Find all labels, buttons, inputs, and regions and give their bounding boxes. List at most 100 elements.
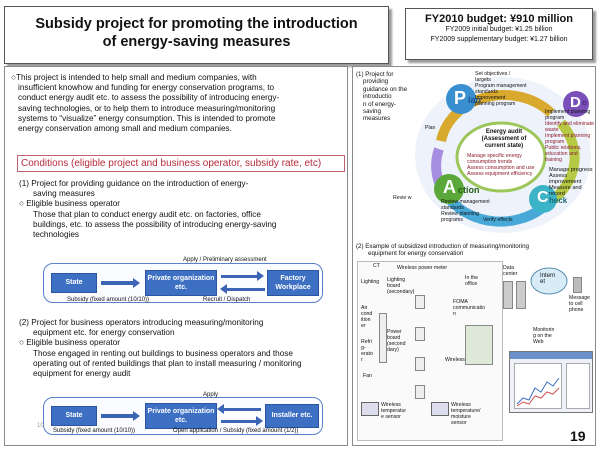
- caption2-line: (2) Example of subsidized introduction o…: [356, 243, 529, 250]
- title-box: Subsidy project for promoting the introd…: [4, 6, 389, 64]
- cell-phone-icon: [573, 277, 582, 293]
- plan-item: Improvement: [475, 95, 506, 101]
- lighting-board-line: (secondary): [387, 289, 415, 295]
- plan-items: Set objectives / targets Program managem…: [475, 71, 535, 107]
- sensor2-line: temperature/: [451, 408, 481, 414]
- message-line: Message: [569, 295, 591, 301]
- do-items-title: Implement planning program: [545, 109, 591, 121]
- refrigerator-line: erato: [361, 351, 373, 357]
- do-rest: o: [582, 98, 587, 107]
- flow1-private-node: Private organization etc.: [145, 270, 217, 296]
- flow1-right-label: Recruit / Dispatch: [203, 297, 251, 303]
- monitoring-line: Monitorin: [533, 327, 555, 333]
- message-label: Message to cell phone: [569, 295, 590, 313]
- flow1-top-label: Apply / Preliminary assessment: [183, 257, 267, 263]
- server-icon: [516, 281, 526, 309]
- monitoring-label: Monitorin g on the Web: [533, 327, 554, 345]
- lighting-board-line: board: [387, 283, 401, 289]
- internet-line: et: [540, 279, 546, 285]
- flow2-left-label: Subsidy (fixed amount (10/10)): [53, 428, 136, 434]
- page-number: 19: [570, 428, 586, 444]
- caption1-line: (1) Project for: [356, 71, 394, 78]
- meter-icon: [415, 295, 425, 309]
- center-title-line: Energy audit: [485, 129, 523, 135]
- plan-rest: lan: [468, 95, 482, 105]
- flow2-state-node: State: [51, 406, 97, 426]
- air-conditioner-line: ition: [361, 317, 371, 323]
- plan-letter: P: [454, 88, 467, 108]
- sensor-icon: [361, 402, 379, 416]
- lighting-board-line: Lighting: [387, 277, 406, 283]
- caption1-line: introductio: [363, 93, 392, 101]
- caption2-line: equipment for energy conservation: [368, 250, 464, 258]
- section2-heading: (2) Project for business operators intro…: [19, 318, 264, 327]
- intro-line: saving technologies, or to help them to …: [18, 103, 276, 113]
- do-item: Identify and eliminate waste: [545, 121, 595, 133]
- sensor1-line: temperatur: [381, 408, 407, 414]
- meter-icon: [415, 385, 425, 399]
- internet-label: Intern et: [540, 273, 555, 285]
- conditions-heading: Conditions (eligible project and busines…: [17, 155, 345, 172]
- section1-text: (1) Project for providing guidance on th…: [19, 179, 345, 240]
- section1-eligible-line: Those that plan to conduct energy audit …: [33, 209, 261, 219]
- budget-supplementary: FY2009 supplementary budget: ¥1.27 billi…: [430, 36, 568, 43]
- center-title-line: current state): [484, 143, 524, 149]
- pdca-cycle-diagram: [415, 77, 591, 233]
- check-item: Assess improvement: [549, 173, 582, 185]
- data-center-label: Data center: [503, 265, 517, 277]
- action-items: Review management standards Review plann…: [441, 199, 493, 223]
- small-number: 10: [37, 423, 44, 429]
- flow2-arrow1-head: [133, 411, 140, 421]
- section1-heading: (1) Project for providing guidance on th…: [19, 179, 249, 188]
- flow2-private-node: Private organization etc.: [145, 403, 217, 429]
- action-letter: A: [443, 177, 456, 197]
- flow2-arrow2: [221, 408, 261, 411]
- flow1-arrow1: [101, 281, 135, 285]
- flow1-target-node: Factory Workplace: [267, 270, 319, 296]
- sensor2-line: moisture: [451, 414, 471, 420]
- review-label: Revie w: [393, 195, 412, 201]
- right-panel: (1) Project for providing guidance on th…: [352, 66, 596, 446]
- action-item: Review management standards: [441, 199, 490, 211]
- section1-eligible-line: technologies: [33, 230, 79, 240]
- refrigerator-line: r: [361, 357, 363, 363]
- center-item: Assess consumption and use: [467, 165, 535, 171]
- section1-eligible-line: buildings, etc. to assess the possibilit…: [33, 219, 277, 229]
- flow2-arrow3: [221, 420, 257, 423]
- wireless-power-meter-label: Wireless power meter: [397, 265, 448, 271]
- air-conditioner-line: Air: [361, 305, 368, 311]
- intro-bullet: ○: [11, 73, 16, 82]
- plan-item: targets: [475, 77, 491, 83]
- do-letter: D: [570, 94, 581, 111]
- flow1-arrow3-head: [220, 284, 227, 294]
- flow1-left-label: Subsidy (fixed amount (10/10)): [67, 297, 150, 303]
- center-title-line: (Assessment of: [481, 136, 527, 142]
- section1-heading-cont: saving measures: [33, 189, 95, 199]
- left-panel: ○This project is intended to help small …: [4, 66, 348, 446]
- foma-line: communicatio: [453, 305, 486, 311]
- in-office-line: In the: [465, 275, 478, 281]
- caption1-line: measures: [363, 115, 391, 123]
- section2-text: (2) Project for business operators intro…: [19, 318, 345, 379]
- wireless-sensor2-label: Wireless temperature/ moisture sensor: [451, 402, 480, 426]
- refrigerator-line: Refri: [361, 339, 372, 345]
- check-item: Measure and record: [549, 185, 582, 197]
- do-item: Implement planning program: [545, 133, 591, 145]
- intro-line: energy conservation among small and medi…: [18, 124, 232, 134]
- message-line: to cell: [569, 301, 583, 307]
- fan-label: Fan: [363, 373, 372, 379]
- do-items: Implement planning program Identify and …: [545, 109, 595, 163]
- check-rest: heck: [549, 196, 568, 205]
- intro-line: This project is intended to help small a…: [15, 73, 257, 82]
- flow1-arrow1-head: [133, 278, 140, 288]
- caption1-line: providing: [363, 78, 389, 86]
- screen-header: [510, 352, 592, 359]
- section2-eligible-line: equipment for energy audit: [33, 369, 131, 379]
- ct-label: CT: [373, 263, 380, 269]
- power-board-line: dary): [387, 347, 399, 353]
- sensor2-line: Wireless: [451, 402, 471, 408]
- data-center-line: Data: [503, 265, 514, 271]
- refrigerator-label: Refri g- erato r: [361, 339, 373, 363]
- flow1-state-node: State: [51, 273, 97, 293]
- section1-eligible-label: ○ Eligible business operator: [19, 199, 120, 209]
